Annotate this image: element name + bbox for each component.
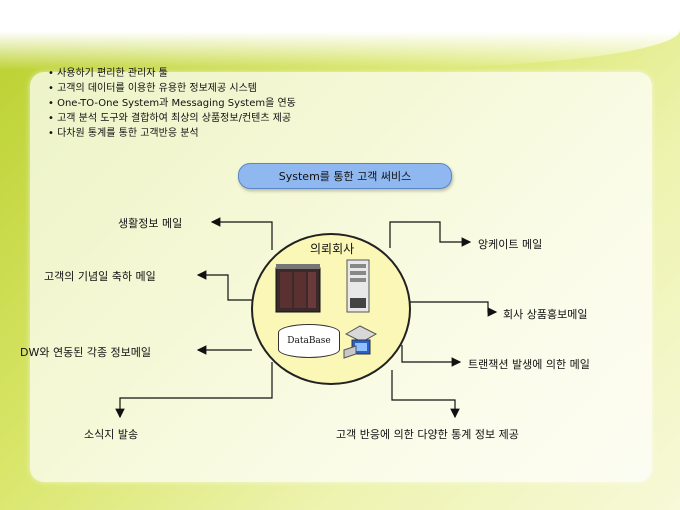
connector-anniversary (196, 270, 258, 301)
feature-item: 고객 분석 도구와 결합하여 최상의 상품정보/컨텐츠 제공 (48, 111, 296, 126)
output-survey-mail: 앙케이트 메일 (478, 238, 543, 251)
feature-item: 다차원 통계를 통한 고객반응 분석 (48, 126, 296, 141)
header-swoosh (0, 0, 680, 70)
output-newsletter: 소식지 발송 (84, 428, 139, 441)
connector-transaction (401, 345, 462, 367)
output-dw-info-mail: DW와 연동된 각종 정보메일 (20, 346, 152, 359)
server-rack-icon (275, 264, 321, 313)
tower-server-icon (346, 259, 370, 313)
connector-stats (391, 370, 460, 419)
workstation-icon (343, 325, 378, 359)
connector-living-info (210, 217, 273, 250)
feature-item: 사용하기 편리한 관리자 툴 (48, 66, 296, 81)
client-company-circle (251, 233, 411, 385)
diagram-title: System를 통한 고객 써비스 (238, 163, 452, 189)
client-company-label: 의뢰회사 (310, 242, 355, 256)
feature-list: 사용하기 편리한 관리자 툴 고객의 데이터를 이용한 유용한 정보제공 시스템… (48, 66, 296, 141)
output-promo-mail: 회사 상품홍보메일 (503, 308, 588, 321)
output-living-info-mail: 생활정보 메일 (118, 217, 183, 230)
connector-survey (389, 221, 472, 248)
connector-promo (407, 301, 498, 317)
output-transaction-mail: 트랜잭션 발생에 의한 메일 (468, 358, 590, 371)
database-cylinder: DataBase (278, 324, 340, 358)
connector-newsletter (115, 362, 273, 419)
output-response-stats: 고객 반응에 의한 다양한 통계 정보 제공 (336, 428, 519, 441)
feature-item: 고객의 데이터를 이용한 유용한 정보제공 시스템 (48, 81, 296, 96)
output-anniversary-mail: 고객의 기념일 축하 메일 (44, 270, 156, 283)
feature-item: One-TO-One System과 Messaging System을 연동 (48, 96, 296, 111)
